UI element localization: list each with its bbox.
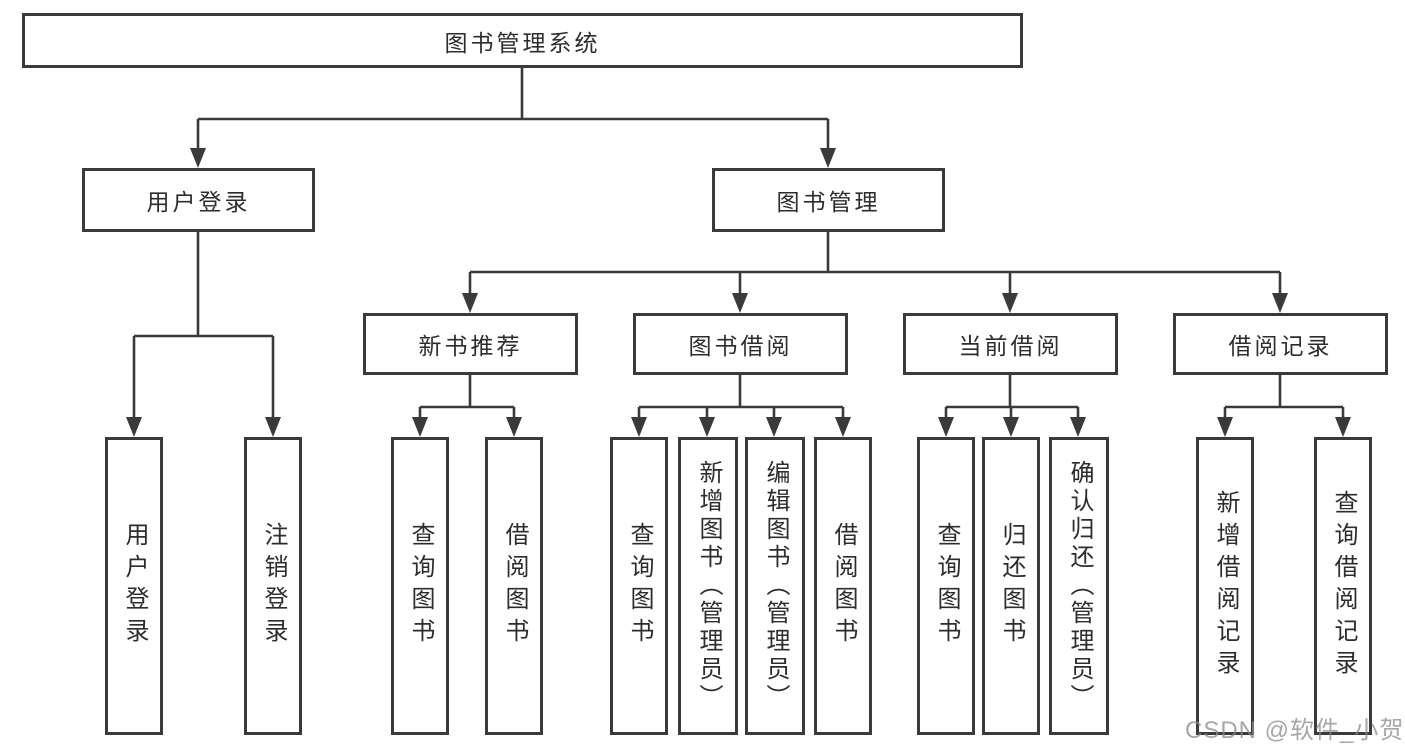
leaf-return-book: 归还图书	[982, 437, 1040, 735]
node-label: 借阅图书	[501, 522, 528, 650]
node-label: 确认归还（管理员）	[1066, 460, 1093, 712]
node-label: 注销登录	[260, 522, 287, 650]
node-label: 图书管理系统	[444, 29, 601, 56]
leaf-edit-book-admin: 编辑图书（管理员）	[745, 437, 805, 735]
connector-current-borrow-children	[944, 375, 1080, 419]
node-label: 图书管理	[776, 189, 881, 215]
connector-book-borrow-children	[637, 375, 845, 419]
connector-new-book-children	[418, 375, 516, 419]
connector-user-login-children	[132, 232, 275, 419]
node-label: 新增借阅记录	[1212, 490, 1239, 682]
node-new-book-recommend: 新书推荐	[363, 313, 578, 375]
leaf-query-books-borrow: 查询图书	[610, 437, 668, 735]
node-label: 用户登录	[146, 189, 251, 215]
node-label: 用户登录	[121, 522, 148, 650]
node-label: 借阅图书	[830, 522, 857, 650]
node-root-system: 图书管理系统	[22, 13, 1023, 68]
node-label: 查询图书	[407, 522, 434, 650]
leaf-add-book-admin: 新增图书（管理员）	[678, 437, 738, 735]
leaf-query-books-current: 查询图书	[917, 437, 975, 735]
node-label: 归还图书	[998, 522, 1025, 650]
leaf-query-borrow-record: 查询借阅记录	[1314, 437, 1372, 735]
connector-book-mgmt-children	[468, 232, 1282, 295]
node-current-borrow: 当前借阅	[903, 313, 1118, 375]
leaf-add-borrow-record: 新增借阅记录	[1196, 437, 1254, 735]
node-label: 编辑图书（管理员）	[762, 460, 789, 712]
node-label: 新增图书（管理员）	[695, 460, 722, 712]
watermark: CSDN @软件_小贺同学	[1185, 717, 1405, 744]
arrowheads	[126, 148, 1351, 437]
node-label: 查询图书	[933, 522, 960, 650]
connector-root-to-level1	[196, 68, 830, 150]
node-label: 查询借阅记录	[1330, 490, 1357, 682]
node-user-login: 用户登录	[82, 168, 315, 232]
node-label: 借阅记录	[1228, 333, 1333, 359]
leaf-user-login: 用户登录	[105, 437, 163, 735]
leaf-borrow-books-recommend: 借阅图书	[485, 437, 543, 735]
leaf-query-books-recommend: 查询图书	[391, 437, 449, 735]
node-book-borrow: 图书借阅	[633, 313, 848, 375]
node-book-management: 图书管理	[712, 168, 945, 232]
leaf-borrow-books: 借阅图书	[814, 437, 872, 735]
node-label: 图书借阅	[688, 333, 793, 359]
leaf-confirm-return-admin: 确认归还（管理员）	[1049, 437, 1109, 735]
node-label: 查询图书	[626, 522, 653, 650]
leaf-logout-login: 注销登录	[244, 437, 302, 735]
node-label: 当前借阅	[958, 333, 1063, 359]
node-label: 新书推荐	[418, 333, 523, 359]
connector-borrow-record-children	[1223, 375, 1345, 419]
node-borrow-records: 借阅记录	[1173, 313, 1388, 375]
